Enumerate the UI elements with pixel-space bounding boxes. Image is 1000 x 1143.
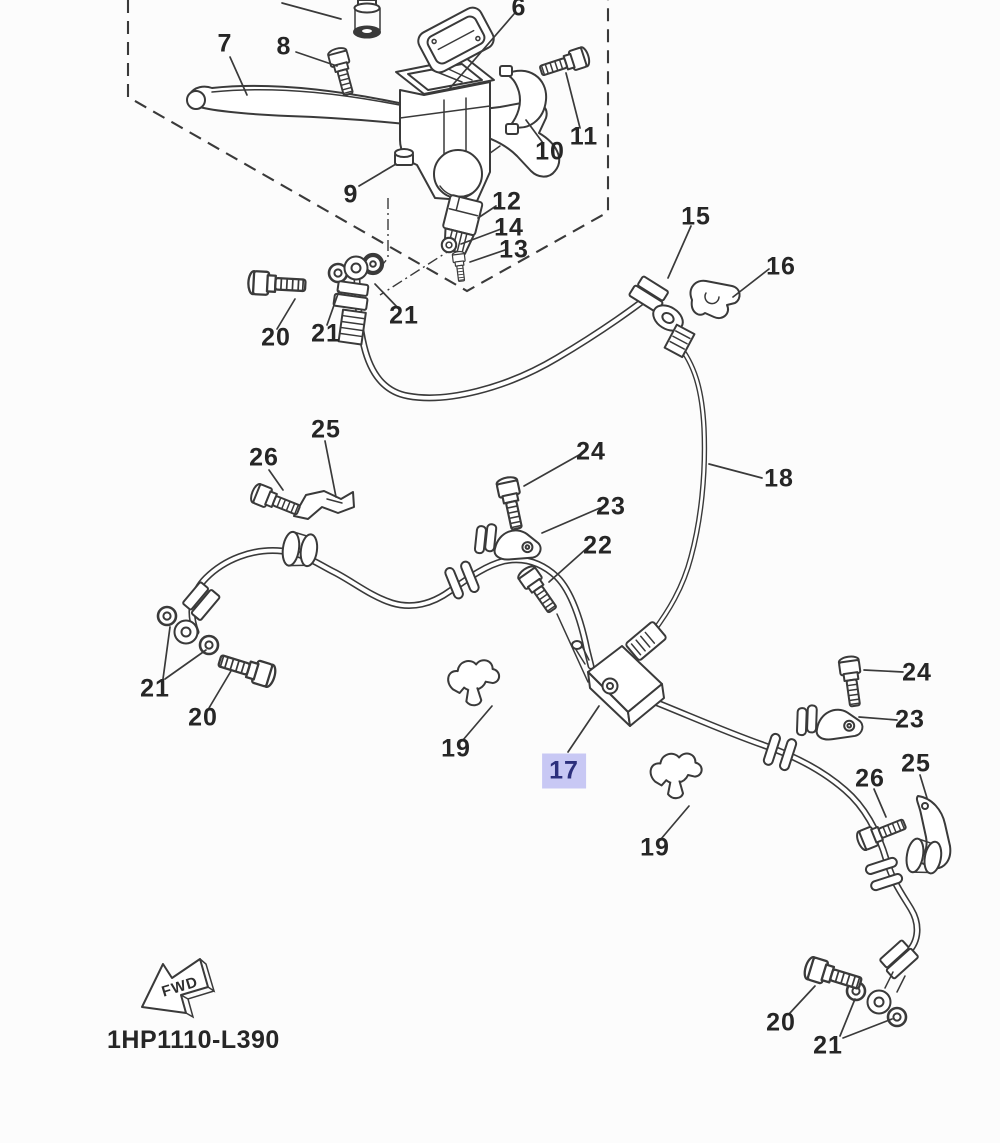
reservoir-parts-top: [353, 0, 381, 39]
callout-21-bottom-right[interactable]: 21: [813, 1031, 843, 1060]
clamp-19-right: [648, 751, 705, 801]
callout-24-left[interactable]: 24: [576, 437, 606, 466]
locknut-9: [394, 148, 414, 166]
callout-20-lower-left[interactable]: 20: [188, 703, 218, 732]
callout-9[interactable]: 9: [343, 180, 359, 209]
screw-13: [451, 250, 469, 283]
brake-switch-12: [442, 194, 484, 255]
hose-bushing-left: [279, 529, 321, 571]
clamp-23-left: [473, 521, 544, 564]
callout-25-left[interactable]: 25: [311, 415, 341, 444]
bottom-right-banjo-assembly: [801, 939, 919, 1028]
callout-19-left[interactable]: 19: [441, 734, 471, 763]
lower-left-banjo-assembly: [156, 581, 279, 690]
master-cylinder-body: [395, 57, 495, 202]
callout-21-upper-right[interactable]: 21: [389, 301, 419, 330]
callout-16[interactable]: 16: [766, 252, 796, 281]
brake-pipe-18: [650, 341, 708, 635]
handlebar-clamp-10: [499, 65, 548, 135]
callout-22[interactable]: 22: [583, 531, 613, 560]
bracket-25-right: [903, 795, 952, 878]
pipe-clip-16: [689, 279, 741, 319]
leader-lines: [162, 13, 928, 1039]
upper-brake-hose: [353, 276, 662, 402]
callout-20-bottom-right[interactable]: 20: [766, 1008, 796, 1037]
bolt-8: [326, 45, 359, 98]
washer-14: [440, 236, 458, 254]
callout-23-right[interactable]: 23: [895, 705, 925, 734]
reservoir-cap-6: [417, 6, 495, 74]
bolt-11: [536, 44, 593, 82]
pipe-end-fitting: [625, 621, 667, 661]
clamp-23-right: [795, 703, 865, 742]
callout-21-lower-left[interactable]: 21: [140, 674, 170, 703]
callout-6[interactable]: 6: [511, 0, 527, 22]
callout-12[interactable]: 12: [492, 187, 522, 216]
callout-18[interactable]: 18: [764, 464, 794, 493]
callout-25-right[interactable]: 25: [901, 749, 931, 778]
bolt-24-left: [494, 474, 529, 532]
brake-lever: [186, 84, 561, 178]
callout-17[interactable]: 17: [542, 753, 586, 789]
callout-7[interactable]: 7: [217, 29, 233, 58]
callout-14[interactable]: 14: [494, 213, 524, 242]
callout-10[interactable]: 10: [535, 137, 565, 166]
upper-banjo-assembly: [246, 255, 382, 346]
bolt-26-left: [247, 481, 304, 521]
right-brake-hose: [646, 696, 921, 956]
diagram-part-number: 1HP1110-L390: [107, 1026, 280, 1054]
callout-11[interactable]: 11: [569, 122, 599, 151]
hose-fitting-15: [628, 275, 696, 359]
fwd-arrow: [141, 958, 216, 1019]
dashed-boundary: [126, 0, 610, 293]
callout-24-right[interactable]: 24: [902, 658, 932, 687]
clamp-19-left: [445, 657, 503, 709]
callout-13[interactable]: 13: [499, 235, 529, 264]
callout-26-right[interactable]: 26: [855, 764, 885, 793]
bolt-24-right: [837, 654, 866, 709]
callout-15[interactable]: 15: [681, 202, 711, 231]
callout-26-left[interactable]: 26: [249, 443, 279, 472]
callout-23-left[interactable]: 23: [596, 492, 626, 521]
callout-20-upper[interactable]: 20: [261, 323, 291, 352]
junction-block-17: [571, 640, 665, 727]
bracket-25-left: [293, 490, 355, 520]
callout-19-right[interactable]: 19: [640, 833, 670, 862]
main-brake-hose: [188, 547, 595, 670]
callout-21-upper-left[interactable]: 21: [311, 319, 341, 348]
callout-8[interactable]: 8: [276, 32, 292, 61]
